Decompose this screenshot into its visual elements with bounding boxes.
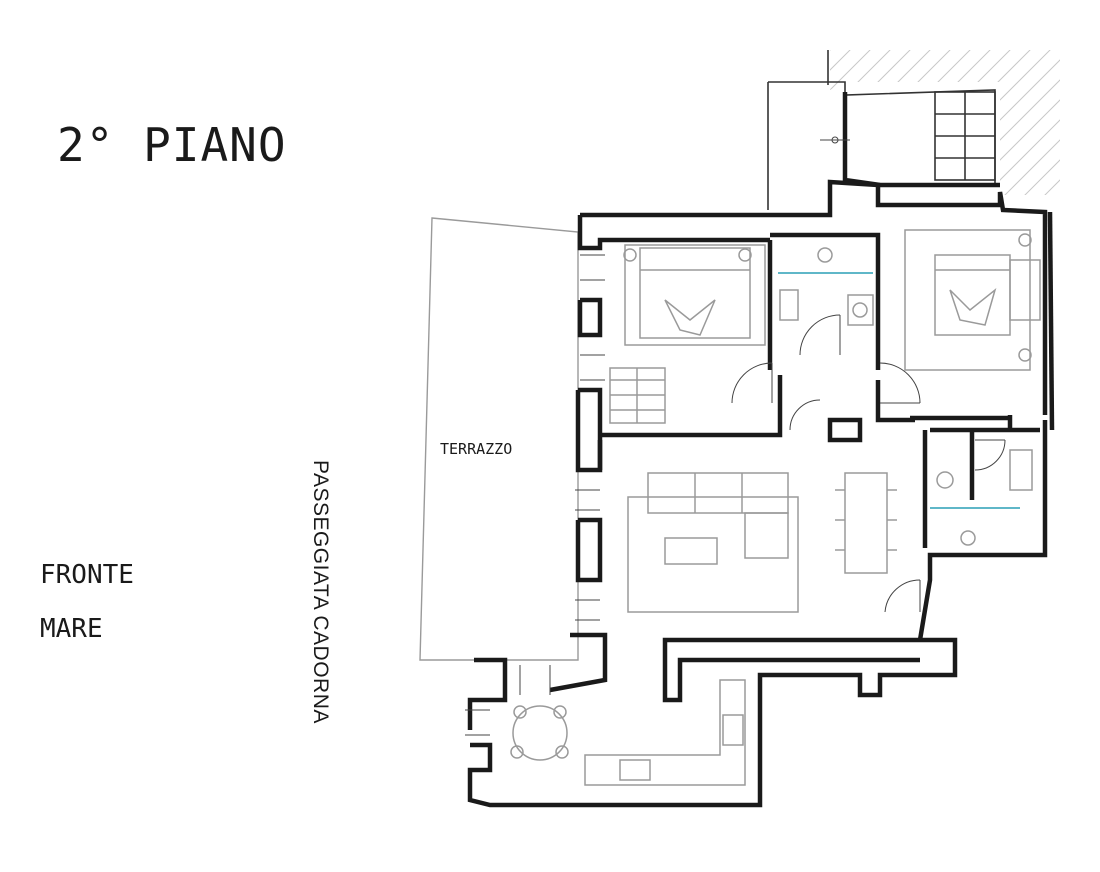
window-markers bbox=[465, 254, 605, 736]
floor-title: 2° PIANO bbox=[57, 118, 287, 172]
bedroom-2-furniture bbox=[904, 229, 1041, 371]
street-label: PASSEGGIATA CADORNA bbox=[298, 460, 338, 770]
door-swings bbox=[731, 362, 921, 613]
street-name: PASSEGGIATA CADORNA bbox=[309, 460, 332, 724]
orientation-label-line1: FRONTE bbox=[40, 560, 134, 590]
bathroom-1-fixtures bbox=[779, 247, 874, 356]
exterior-walls bbox=[467, 179, 1055, 808]
bathroom-2-fixtures bbox=[936, 439, 1033, 546]
kitchen-furniture bbox=[510, 679, 746, 786]
neighbour-hatch bbox=[830, 50, 1060, 195]
terrace-label: TERRAZZO bbox=[440, 440, 513, 458]
terrace-outline bbox=[419, 217, 579, 661]
orientation-label-line2: MARE bbox=[40, 614, 103, 644]
bedroom-1-furniture bbox=[609, 244, 766, 424]
living-furniture bbox=[627, 472, 897, 613]
stairwell bbox=[767, 50, 1000, 210]
interior-walls bbox=[767, 232, 1040, 548]
